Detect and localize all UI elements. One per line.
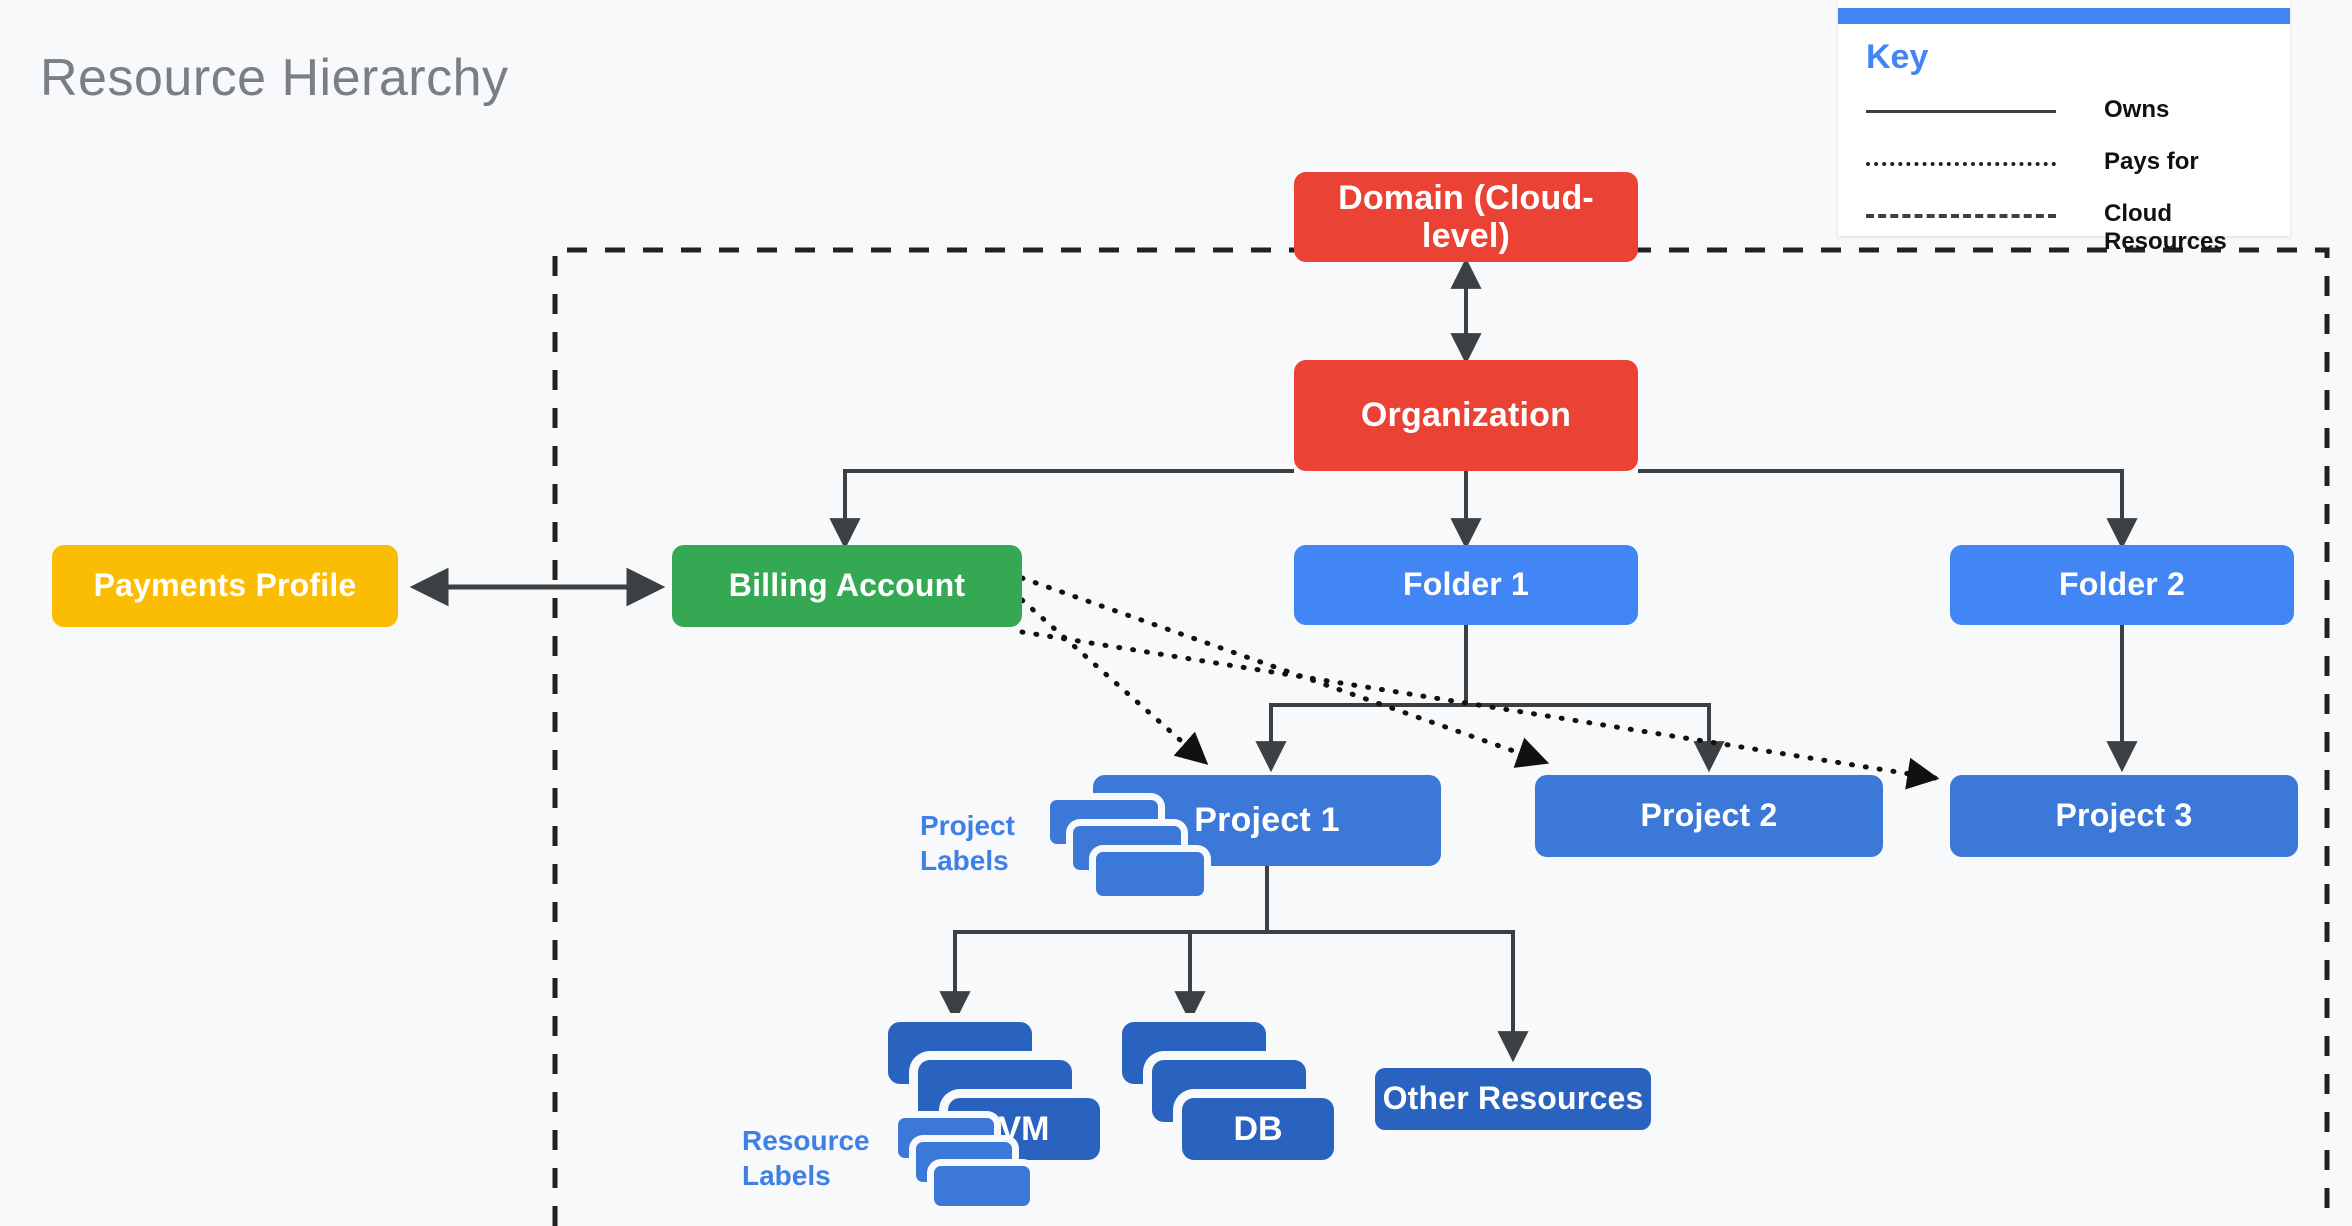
edge-project1-other-resources [1267, 930, 1529, 1063]
node-folder-1[interactable]: Folder 1 [1294, 545, 1638, 625]
key-accent-bar [1838, 8, 2290, 24]
edge-folder1-project1 [1255, 625, 1468, 773]
edge-project1-db [1174, 930, 1267, 1023]
solid-line-icon [1866, 110, 2056, 113]
node-domain[interactable]: Domain (Cloud-level) [1294, 172, 1638, 262]
page-title: Resource Hierarchy [40, 49, 509, 107]
node-folder-2[interactable]: Folder 2 [1950, 545, 2294, 625]
node-db[interactable]: DB [1182, 1098, 1334, 1160]
edge-billing-account-project1-paysfor [1019, 597, 1209, 765]
edge-billing-account-project3-paysfor [1019, 629, 1940, 790]
project-label-chip-3 [1096, 852, 1204, 896]
edge-folder1-project2 [1466, 703, 1725, 773]
key-label-cloud-resources: Cloud Resources [2104, 200, 2227, 256]
key-label-owns: Owns [2104, 96, 2170, 123]
dotted-line-icon [1866, 162, 2056, 166]
key-row-pays-for: Pays for [1866, 148, 2286, 188]
edge-organization-billing-account [829, 469, 1294, 550]
key-row-owns: Owns [1866, 96, 2286, 136]
resource-label-chip-3 [934, 1166, 1030, 1206]
node-payments-profile[interactable]: Payments Profile [52, 545, 398, 627]
node-other-resources[interactable]: Other Resources [1375, 1068, 1651, 1130]
node-organization[interactable]: Organization [1294, 360, 1638, 471]
node-billing-account[interactable]: Billing Account [672, 545, 1022, 627]
key-title: Key [1866, 38, 1929, 76]
node-project-2[interactable]: Project 2 [1535, 775, 1883, 857]
key-row-cloud-resources: Cloud Resources [1866, 200, 2286, 255]
key-legend-card: Key Owns Pays for Cloud Resources [1838, 0, 2290, 255]
dashed-line-icon [1866, 214, 2056, 218]
key-label-pays-for: Pays for [2104, 148, 2199, 175]
edge-organization-folder2 [1638, 469, 2138, 550]
node-project-3[interactable]: Project 3 [1950, 775, 2298, 857]
